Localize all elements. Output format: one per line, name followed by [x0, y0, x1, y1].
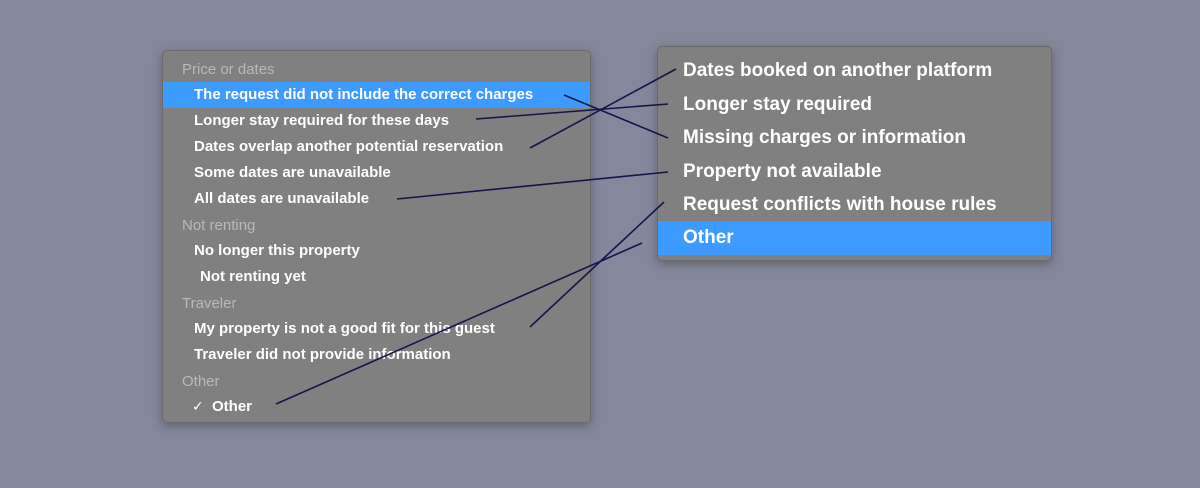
option-house-rules-conflict[interactable]: Request conflicts with house rules [683, 194, 997, 215]
right-menu: Dates booked on another platform Longer … [657, 46, 1052, 261]
menu-item-not-renting-yet[interactable]: Not renting yet [200, 268, 306, 285]
menu-item-not-good-fit[interactable]: My property is not a good fit for this g… [194, 320, 495, 337]
menu-item-no-information[interactable]: Traveler did not provide information [194, 346, 451, 363]
menu-item-dates-overlap[interactable]: Dates overlap another potential reservat… [194, 138, 504, 155]
group-header-other: Other [182, 373, 220, 390]
menu-item-all-dates-unavailable[interactable]: All dates are unavailable [194, 190, 370, 207]
menu-item-longer-stay-required[interactable]: Longer stay required for these days [194, 112, 450, 129]
left-menu: Price or dates The request did not inclu… [162, 50, 591, 423]
menu-item-other[interactable]: ✓Other [192, 398, 253, 415]
menu-item-other-label: Other [212, 398, 253, 415]
menu-item-no-longer-this-property[interactable]: No longer this property [194, 242, 360, 259]
menu-item-some-dates-unavailable[interactable]: Some dates are unavailable [194, 164, 391, 181]
option-longer-stay-required[interactable]: Longer stay required [683, 94, 872, 115]
option-dates-booked-elsewhere[interactable]: Dates booked on another platform [683, 60, 993, 81]
option-other[interactable]: Other [658, 221, 1051, 255]
group-header-price-or-dates: Price or dates [182, 61, 275, 78]
option-missing-charges[interactable]: Missing charges or information [683, 127, 966, 148]
menu-item-incorrect-charges[interactable]: The request did not include the correct … [163, 82, 590, 108]
group-header-traveler: Traveler [182, 295, 237, 312]
option-property-not-available[interactable]: Property not available [683, 161, 882, 182]
group-header-not-renting: Not renting [182, 217, 256, 234]
